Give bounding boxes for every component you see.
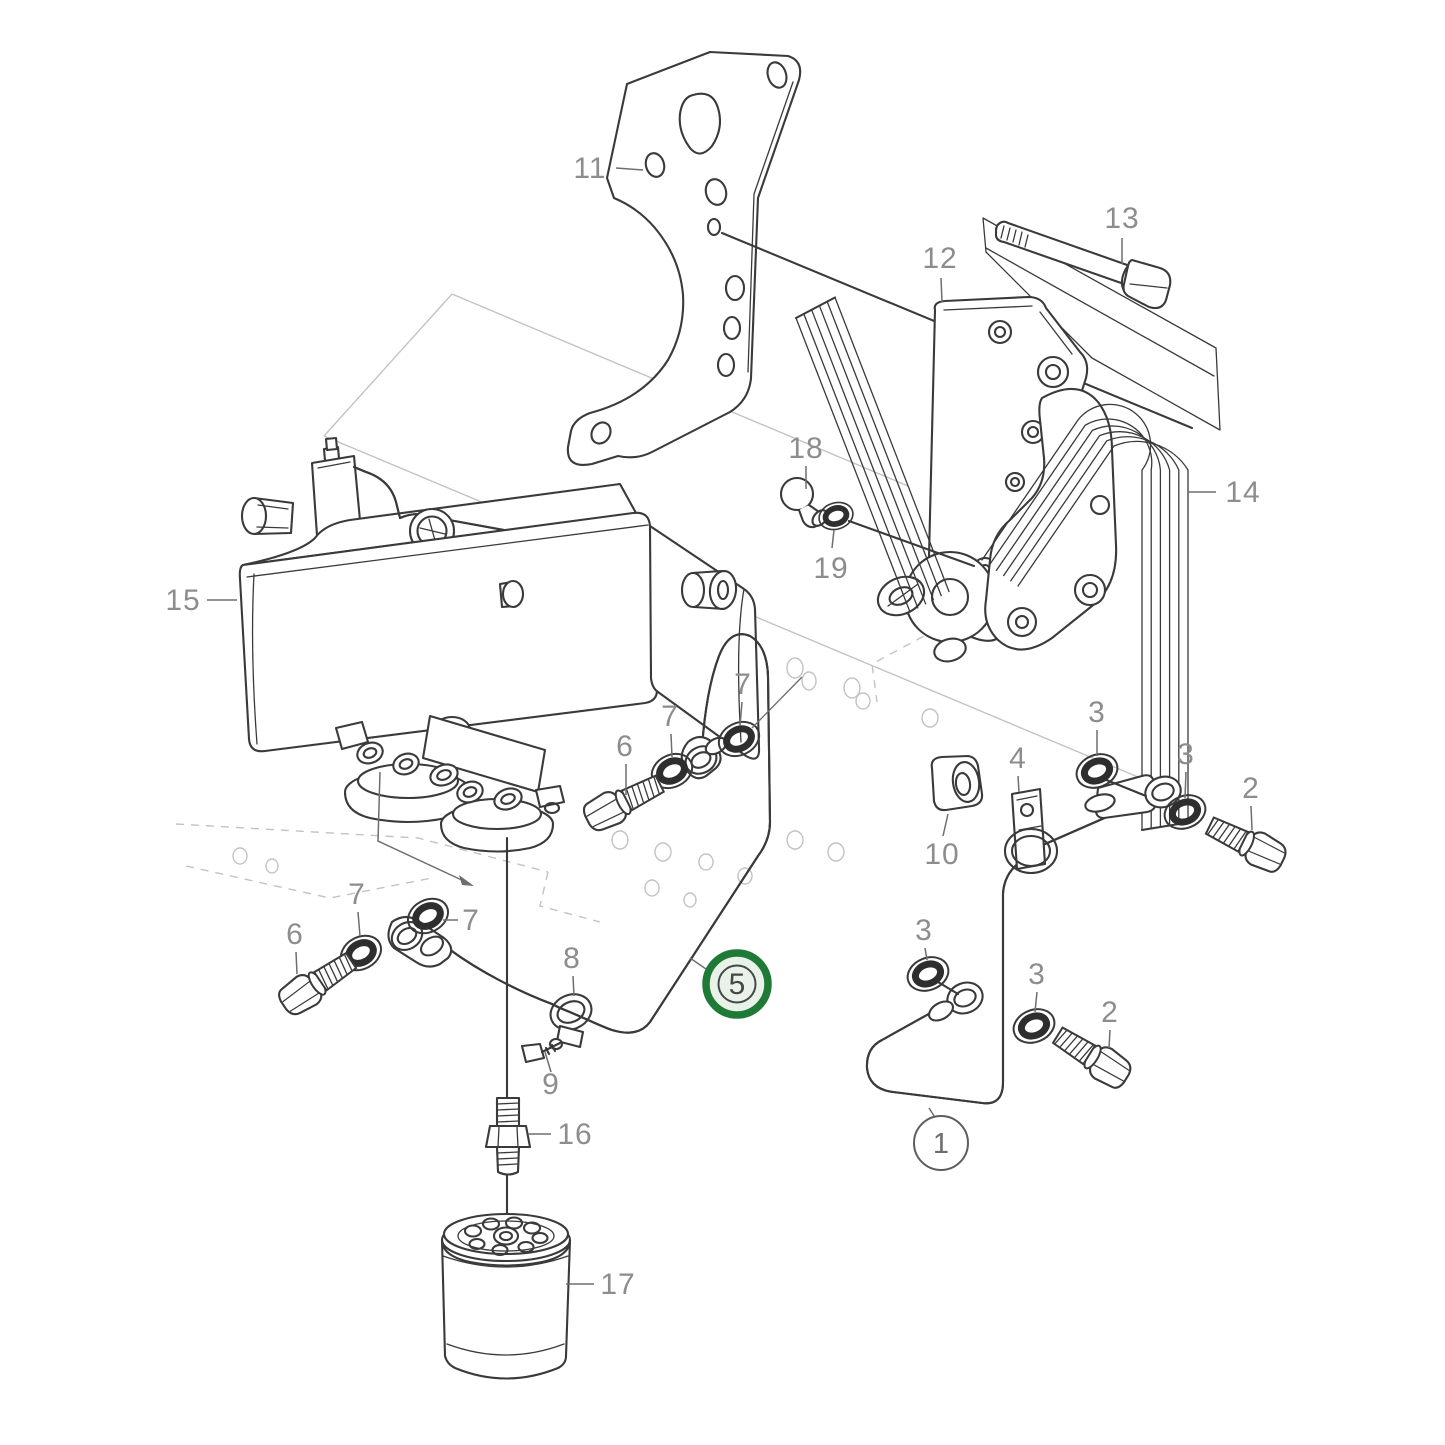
callout-2-b: 2 xyxy=(1101,996,1119,1029)
callout-13: 13 xyxy=(1104,202,1139,235)
plug-part-18 xyxy=(779,476,829,529)
callout-3-a: 3 xyxy=(1088,696,1106,729)
oil-cooler-part-15 xyxy=(238,436,761,853)
callout-7-bl-left: 7 xyxy=(348,878,366,911)
callout-7-mid-right: 7 xyxy=(734,668,752,701)
bolt-part-6-bl xyxy=(273,945,362,1022)
washer-part-3-c xyxy=(903,951,954,996)
belt-part-14 xyxy=(794,296,1190,832)
oil-filter-part-17 xyxy=(440,1212,572,1380)
callout-7-bl-right: 7 xyxy=(462,904,480,937)
spacer-part-10 xyxy=(930,754,984,812)
callout-16: 16 xyxy=(557,1118,592,1151)
callout-6-mid: 6 xyxy=(616,730,634,763)
pump-part-12 xyxy=(876,295,1118,663)
callout-10: 10 xyxy=(924,838,959,871)
clamp-part-4 xyxy=(1003,787,1059,875)
leader-lines xyxy=(207,167,1253,1285)
valve-cover-edge-plate xyxy=(982,217,1221,431)
callout-12: 12 xyxy=(922,242,957,275)
callout-1-circle[interactable] xyxy=(913,1115,969,1171)
callout-17: 17 xyxy=(600,1268,635,1301)
callout-2-a: 2 xyxy=(1242,772,1260,805)
callout-3-c: 3 xyxy=(915,914,933,947)
bolt-part-2-b xyxy=(1047,1019,1137,1094)
callout-15: 15 xyxy=(165,584,200,617)
callout-14: 14 xyxy=(1225,476,1260,509)
callout-5-number: 5 xyxy=(729,968,746,1001)
callout-1-number: 1 xyxy=(933,1128,949,1160)
callout-5-inner-circle xyxy=(717,964,757,1004)
bolt-part-13 xyxy=(994,220,1172,310)
clamp-part-8 xyxy=(548,993,593,1051)
callout-7-mid-left: 7 xyxy=(661,700,679,733)
callout-1-circled[interactable]: 1 xyxy=(913,1115,969,1171)
pipe-part-1 xyxy=(865,774,1182,1105)
callout-8: 8 xyxy=(563,942,581,975)
callout-9: 9 xyxy=(542,1068,560,1101)
screw-part-9 xyxy=(520,1041,562,1064)
callout-3-b: 3 xyxy=(1177,738,1195,771)
callout-11: 11 xyxy=(573,152,606,185)
callout-5-highlighted[interactable]: 5 xyxy=(702,949,772,1019)
bolt-part-2-a xyxy=(1201,809,1292,878)
bolt-part-6-mid xyxy=(578,767,669,837)
callout-5-highlight-ring[interactable] xyxy=(702,949,772,1019)
washer-part-3-d xyxy=(1009,1003,1060,1048)
callout-19: 19 xyxy=(813,552,848,585)
callout-labels: 11 13 12 14 18 19 15 6 7 7 3 3 2 4 10 3 … xyxy=(165,152,1260,1301)
nipple-part-16 xyxy=(484,1096,532,1176)
bracket-part-11 xyxy=(566,50,802,466)
callout-4: 4 xyxy=(1009,742,1027,775)
callout-18: 18 xyxy=(788,432,823,465)
callout-3-d: 3 xyxy=(1028,958,1046,991)
callout-6-bl: 6 xyxy=(286,918,304,951)
